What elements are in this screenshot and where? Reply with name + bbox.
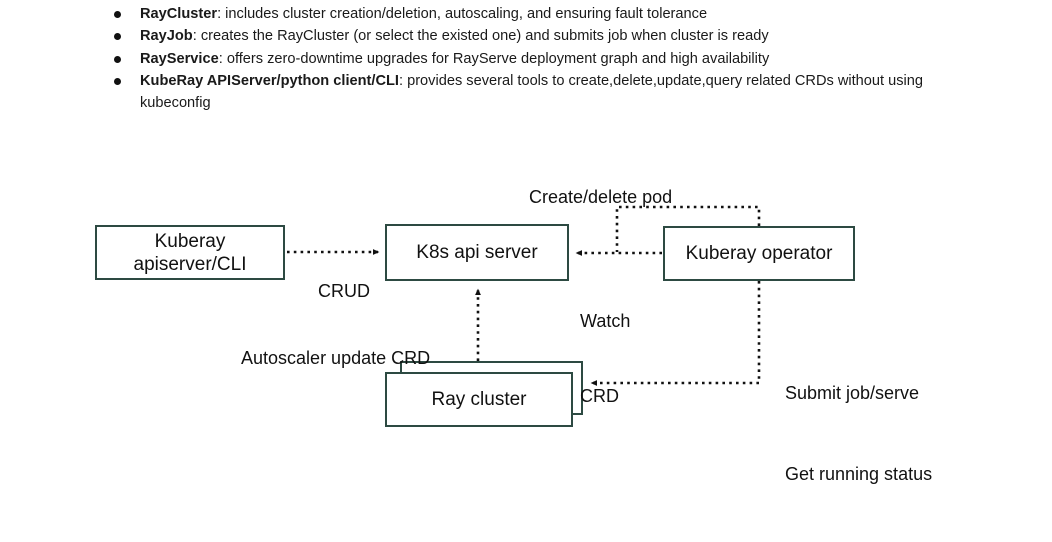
node-kuberay-apiserver-line1: Kuberay (154, 230, 226, 252)
node-ray-cluster-label: Ray cluster (431, 389, 527, 410)
edge-label-create-delete-pod-text: Create/delete pod (529, 187, 673, 207)
edge-label-crud-text: CRUD (318, 281, 371, 301)
list-item-description: : offers zero-downtime upgrades for RayS… (218, 50, 770, 67)
list-item-term: RayJob (140, 28, 193, 45)
list-item: RayJob: creates the RayCluster (or selec… (110, 26, 940, 47)
node-kuberay-operator[interactable]: Kuberay operator (663, 226, 855, 281)
list-item-continuation: without using kubeconfig (140, 73, 924, 111)
bullet-list: RayCluster: includes cluster creation/de… (110, 4, 940, 115)
node-ray-cluster[interactable]: Ray cluster (385, 372, 573, 427)
bullet-dot-icon (114, 11, 121, 18)
bullet-dot-icon (114, 55, 121, 63)
list-item-description: : creates the RayCluster (or select the … (192, 28, 769, 45)
wire-submit-job (590, 281, 761, 387)
list-item-description: : includes cluster creation/deletion, au… (217, 6, 708, 22)
edge-label-autoscaler-update-crd-text: Autoscaler update CRD (241, 348, 431, 368)
diagram-connectors (287, 205, 761, 387)
edge-label-submit-job-line1: Submit job/serve (785, 383, 920, 403)
edge-label-crud: CRUD (298, 258, 370, 324)
node-k8s-api-server[interactable]: K8s api server (385, 224, 569, 281)
bullet-dot-icon (114, 78, 121, 86)
node-kuberay-operator-label: Kuberay operator (685, 243, 833, 264)
edge-label-watch-crd-line2: CRD (580, 386, 619, 406)
list-item-term: RayService (140, 50, 219, 67)
edge-label-submit-job: Submit job/serve Get running status (785, 326, 932, 542)
edge-label-watch-crd-line1: Watch (580, 311, 631, 331)
wire-create-delete-pod (615, 205, 761, 252)
list-item: KubeRay APIServer/python client/CLI: pro… (110, 71, 940, 114)
bullet-dot-icon (114, 33, 121, 41)
list-item: RayService: offers zero-downtime upgrade… (110, 49, 940, 70)
edge-label-watch-crd: Watch CRD (580, 259, 630, 459)
edge-label-submit-job-line2: Get running status (785, 464, 933, 484)
list-item: RayCluster: includes cluster creation/de… (110, 4, 940, 25)
list-item-term: RayCluster (140, 6, 218, 22)
edge-label-create-delete-pod: Create/delete pod (509, 164, 672, 230)
list-item-description: : provides several tools to create,delet… (398, 73, 834, 90)
node-kuberay-apiserver-line2: apiserver/CLI (133, 253, 247, 275)
node-k8s-api-server-label: K8s api server (416, 242, 538, 263)
edge-label-autoscaler-update-crd: Autoscaler update CRD (222, 325, 430, 391)
node-kuberay-apiserver-cli[interactable]: Kuberay apiserver/CLI (95, 225, 285, 280)
architecture-diagram: Kuberay apiserver/CLI K8s api server Kub… (95, 164, 932, 484)
list-item-term: KubeRay APIServer/python client/CLI (140, 73, 399, 90)
